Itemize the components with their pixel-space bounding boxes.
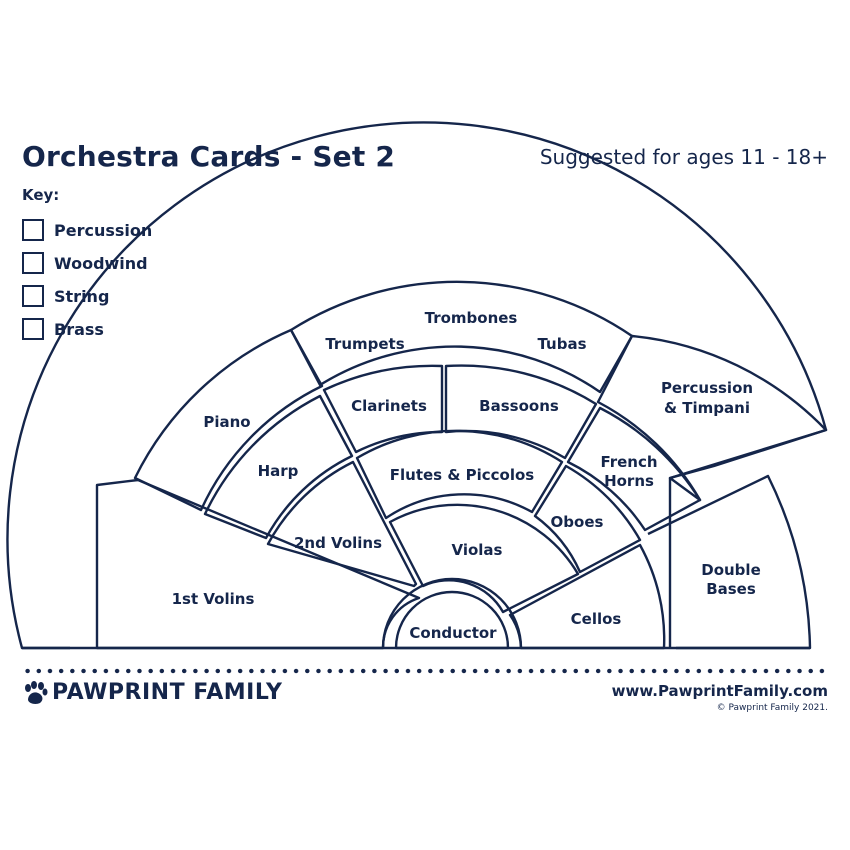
label-double-bases: Bases <box>706 580 756 598</box>
dotted-divider <box>22 668 828 674</box>
label-french-horns: Horns <box>604 472 654 490</box>
section-double-bases[interactable] <box>647 474 812 650</box>
section-second-violins[interactable] <box>266 460 418 588</box>
section-french-horns[interactable] <box>566 406 702 532</box>
key-item-percussion[interactable]: Percussion <box>22 217 152 243</box>
label-harp: Harp <box>258 462 299 480</box>
label-bassoons: Bassoons <box>479 397 559 415</box>
logo-text: PAWPRINT FAMILY <box>52 680 283 705</box>
website-link[interactable]: www.PawprintFamily.com <box>611 682 828 700</box>
copyright: © Pawprint Family 2021. <box>716 703 828 713</box>
section-violas[interactable] <box>388 503 580 614</box>
label-double-bases: Double <box>701 561 761 579</box>
label-trumpets: Trumpets <box>325 335 404 353</box>
section-flutes[interactable] <box>355 429 564 520</box>
section-first-violins[interactable] <box>95 478 421 650</box>
label-second-violins: 2nd Volins <box>294 534 382 552</box>
section-harp[interactable] <box>203 394 354 540</box>
label-percussion-timpani: Percussion <box>661 379 753 397</box>
label-trombones: Trombones <box>425 309 518 327</box>
key-title: Key: <box>22 186 60 204</box>
key-item-woodwind[interactable]: Woodwind <box>22 250 148 276</box>
checkbox[interactable] <box>22 318 44 340</box>
logo: PAWPRINT FAMILY <box>22 680 282 705</box>
section-percussion[interactable] <box>596 334 828 502</box>
page-title: Orchestra Cards - Set 2 <box>22 140 396 173</box>
key-label: Percussion <box>54 220 153 240</box>
key-item-string[interactable]: String <box>22 283 109 309</box>
checkbox[interactable] <box>22 219 44 241</box>
section-conductor[interactable] <box>394 590 510 650</box>
label-clarinets: Clarinets <box>351 397 427 415</box>
brass-divider <box>306 358 616 364</box>
section-oboes[interactable] <box>533 464 642 574</box>
outer-arc <box>6 121 828 650</box>
section-clarinets[interactable] <box>322 364 444 454</box>
conductor-outer-arc <box>381 577 523 649</box>
label-cellos: Cellos <box>571 610 622 628</box>
checkbox[interactable] <box>22 285 44 307</box>
label-french-horns: French <box>600 453 657 471</box>
section-cellos[interactable] <box>508 543 666 650</box>
paw-icon <box>25 680 48 704</box>
label-first-violins: 1st Volins <box>172 590 255 608</box>
label-conductor: Conductor <box>409 624 497 642</box>
label-piano: Piano <box>203 413 250 431</box>
key-label: Woodwind <box>54 253 148 273</box>
label-flutes-piccolos: Flutes & Piccolos <box>390 466 535 484</box>
label-percussion-timpani: & Timpani <box>664 399 750 417</box>
label-tubas: Tubas <box>537 335 586 353</box>
label-violas: Violas <box>452 541 503 559</box>
label-oboes: Oboes <box>551 513 604 531</box>
checkbox[interactable] <box>22 252 44 274</box>
key-label: String <box>54 286 110 306</box>
